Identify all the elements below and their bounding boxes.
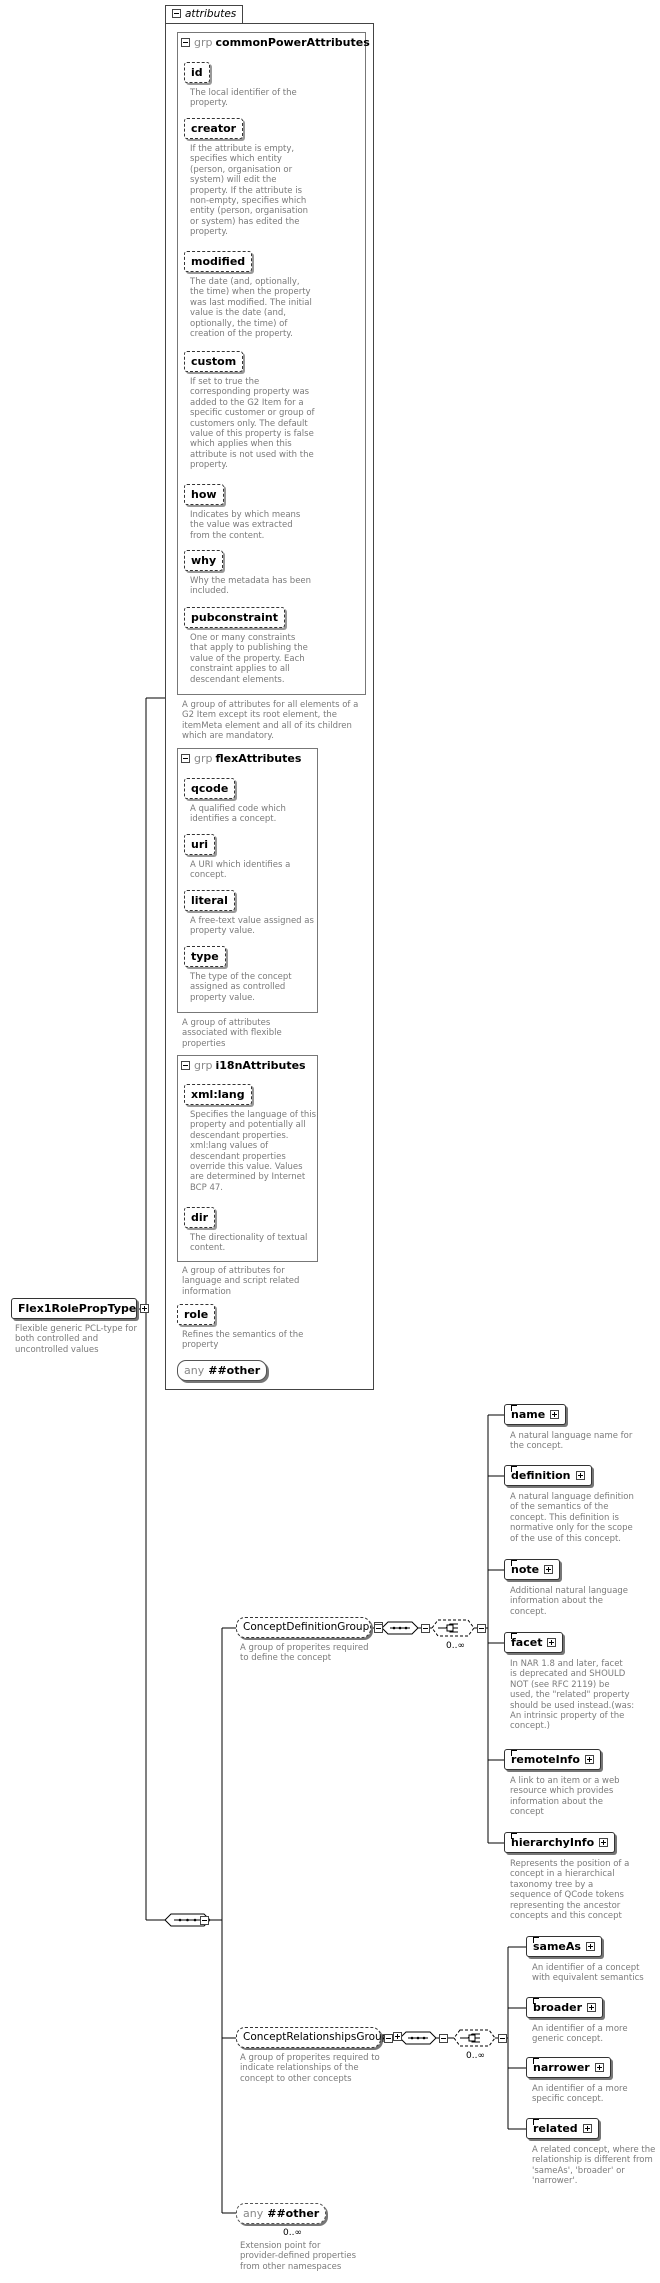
attributes-tab-label: attributes xyxy=(185,8,237,20)
attributes-tab[interactable]: attributes xyxy=(165,5,244,23)
collapse-icon[interactable] xyxy=(181,754,190,763)
collapse-icon[interactable] xyxy=(421,1624,430,1633)
element-narrower[interactable]: narrower xyxy=(526,2057,611,2078)
i18n-attributes-desc: A group of attributes for language and s… xyxy=(182,1266,300,1297)
expand-icon[interactable] xyxy=(393,2032,403,2041)
attr-how-desc: Indicates by which means the value was e… xyxy=(190,510,301,541)
expand-icon[interactable] xyxy=(575,1471,585,1480)
element-remote-info-desc: A link to an item or a web resource whic… xyxy=(510,1776,620,1818)
element-facet-desc: In NAR 1.8 and later, facet is deprecate… xyxy=(510,1659,635,1732)
element-remote-info[interactable]: remoteInfo xyxy=(504,1749,601,1770)
attr-pubconstraint-desc: One or many constraints that apply to pu… xyxy=(190,633,308,685)
any-attribute[interactable]: any##other xyxy=(177,1360,268,1381)
concept-relationships-group-desc: A group of properites required to indica… xyxy=(240,2053,380,2084)
element-related-desc: A related concept, where the relationshi… xyxy=(532,2145,656,2187)
expand-icon[interactable] xyxy=(587,2003,597,2012)
attr-why[interactable]: why xyxy=(184,550,224,571)
collapse-icon[interactable] xyxy=(498,2034,507,2043)
any-element-occurs: 0..∞ xyxy=(283,2228,302,2238)
element-same-as[interactable]: sameAs xyxy=(526,1936,602,1957)
attr-role[interactable]: role xyxy=(177,1304,216,1325)
element-name[interactable]: name xyxy=(504,1404,567,1425)
attr-role-desc: Refines the semantics of the property xyxy=(182,1330,304,1351)
element-facet[interactable]: facet xyxy=(504,1632,564,1653)
expand-icon[interactable] xyxy=(544,1565,554,1574)
expand-icon[interactable] xyxy=(140,1304,150,1313)
attr-xml-lang[interactable]: xml:lang xyxy=(184,1084,252,1105)
attr-modified-desc: The date (and, optionally, the time) whe… xyxy=(190,277,312,340)
element-note[interactable]: note xyxy=(504,1559,561,1580)
concept-definition-group[interactable]: ConceptDefinitionGroup xyxy=(236,1617,384,1638)
attr-literal[interactable]: literal xyxy=(184,890,235,911)
element-hierarchy-info[interactable]: hierarchyInfo xyxy=(504,1832,616,1853)
element-broader-desc: An identifier of a more generic concept. xyxy=(532,2024,628,2045)
collapse-icon[interactable] xyxy=(200,1916,209,1925)
concept-relationships-occurs: 0..∞ xyxy=(466,2051,485,2061)
expand-icon[interactable] xyxy=(594,2063,604,2072)
attr-creator[interactable]: creator xyxy=(184,118,244,139)
element-name-desc: A natural language name for the concept. xyxy=(510,1431,633,1452)
attr-qcode-desc: A qualified code which identifies a conc… xyxy=(190,804,286,825)
attr-uri-desc: A URI which identifies a concept. xyxy=(190,860,291,881)
root-element[interactable]: Flex1RolePropType xyxy=(11,1298,150,1319)
root-element-label: Flex1RolePropType xyxy=(18,1302,137,1315)
concept-definition-group-desc: A group of properites required to define… xyxy=(240,1643,369,1664)
collapse-icon[interactable] xyxy=(181,1061,190,1070)
attr-dir[interactable]: dir xyxy=(184,1207,216,1228)
attr-why-desc: Why the metadata has been included. xyxy=(190,576,312,597)
attr-id[interactable]: id xyxy=(184,62,210,83)
attr-literal-desc: A free-text value assigned as property v… xyxy=(190,916,314,937)
attr-type[interactable]: type xyxy=(184,946,226,967)
collapse-icon[interactable] xyxy=(477,1624,486,1633)
expand-icon[interactable] xyxy=(584,1755,594,1764)
expand-icon[interactable] xyxy=(582,2124,592,2133)
attr-type-desc: The type of the concept assigned as cont… xyxy=(190,972,292,1003)
element-same-as-desc: An identifier of a concept with equivale… xyxy=(532,1963,644,1984)
attr-qcode[interactable]: qcode xyxy=(184,778,236,799)
element-related[interactable]: related xyxy=(526,2118,599,2139)
attr-pubconstraint[interactable]: pubconstraint xyxy=(184,607,286,628)
attr-custom[interactable]: custom xyxy=(184,351,244,372)
flex-attributes-desc: A group of attributes associated with fl… xyxy=(182,1018,282,1049)
attr-id-desc: The local identifier of the property. xyxy=(190,88,297,109)
element-narrower-desc: An identifier of a more specific concept… xyxy=(532,2084,628,2105)
element-definition-desc: A natural language definition of the sem… xyxy=(510,1492,634,1544)
expand-icon[interactable] xyxy=(547,1638,557,1647)
any-element-desc: Extension point for provider-defined pro… xyxy=(240,2241,357,2272)
element-definition[interactable]: definition xyxy=(504,1465,592,1486)
collapse-icon[interactable] xyxy=(172,9,181,18)
attr-xml-lang-desc: Specifies the language of this property … xyxy=(190,1110,317,1193)
collapse-icon[interactable] xyxy=(181,38,190,47)
any-element[interactable]: any##other xyxy=(236,2203,327,2224)
concept-definition-occurs: 0..∞ xyxy=(446,1641,465,1651)
attr-modified[interactable]: modified xyxy=(184,251,253,272)
attr-dir-desc: The directionality of textual content. xyxy=(190,1233,308,1254)
attr-custom-desc: If set to true the corresponding propert… xyxy=(190,377,315,471)
expand-icon[interactable] xyxy=(599,1838,609,1847)
collapse-icon[interactable] xyxy=(374,1624,383,1633)
common-power-attributes-desc: A group of attributes for all elements o… xyxy=(182,700,359,742)
expand-icon[interactable] xyxy=(550,1410,560,1419)
attr-creator-desc: If the attribute is empty, specifies whi… xyxy=(190,144,309,238)
collapse-icon[interactable] xyxy=(439,2034,448,2043)
element-note-desc: Additional natural language information … xyxy=(510,1586,629,1617)
attr-uri[interactable]: uri xyxy=(184,834,216,855)
collapse-icon[interactable] xyxy=(384,2034,393,2043)
concept-relationships-group[interactable]: ConceptRelationshipsGroup xyxy=(236,2027,403,2048)
expand-icon[interactable] xyxy=(585,1942,595,1951)
root-description: Flexible generic PCL-type for both contr… xyxy=(15,1324,137,1355)
element-hierarchy-info-desc: Represents the position of a concept in … xyxy=(510,1859,630,1922)
attr-how[interactable]: how xyxy=(184,484,224,505)
element-broader[interactable]: broader xyxy=(526,1997,604,2018)
